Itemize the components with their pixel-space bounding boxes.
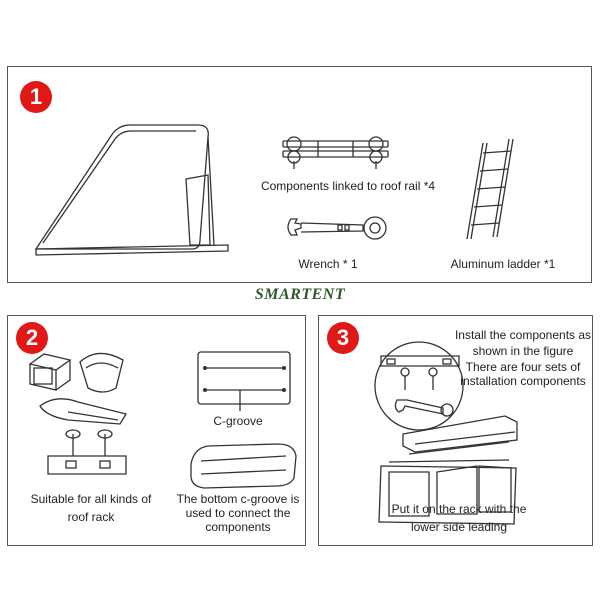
panel-installation: 3 Install the components as shown in the… [318, 315, 593, 546]
install-text-line-3: There are four sets of [465, 360, 581, 374]
install-text-line-1: Install the components as [454, 328, 592, 342]
ladder-label: Aluminum ladder *1 [450, 257, 556, 271]
panel-c-groove: 2 C-groove Suitable for all [7, 315, 306, 546]
step-badge-1: 1 [20, 81, 52, 113]
put-text-line-1: Put it on the rack with the [391, 502, 527, 516]
install-text-line-4: installation components [460, 374, 586, 388]
bottom-groove-text-line-3: components [205, 520, 271, 534]
rail-components-label: Components linked to roof rail *4 [260, 179, 436, 193]
panel-package-contents: 1 Components linked to roof rail *4 Wren… [7, 66, 592, 283]
wrench-label: Wrench * 1 [298, 257, 358, 271]
bottom-groove-text-line-2: used to connect the [185, 506, 291, 520]
roof-rail-components-icon [282, 136, 389, 169]
step-badge-3: 3 [327, 322, 359, 354]
rack-text-line-2: roof rack [67, 510, 115, 524]
step-badge-2: 2 [16, 322, 48, 354]
bottom-groove-text-line-1: The bottom c-groove is [176, 492, 300, 506]
rooftop-tent-illustration [34, 124, 229, 256]
c-groove-label: C-groove [213, 414, 263, 428]
roof-rack-profiles-illustration [28, 351, 297, 489]
installation-illustration [374, 341, 518, 525]
aluminum-ladder-icon [466, 138, 514, 240]
brand-name: SMARTENT [254, 286, 346, 303]
rack-text-line-1: Suitable for all kinds of [30, 492, 152, 506]
put-text-line-2: lower side leading [410, 520, 508, 534]
install-text-line-2: shown in the figure [472, 344, 574, 358]
wrench-icon [287, 216, 387, 240]
